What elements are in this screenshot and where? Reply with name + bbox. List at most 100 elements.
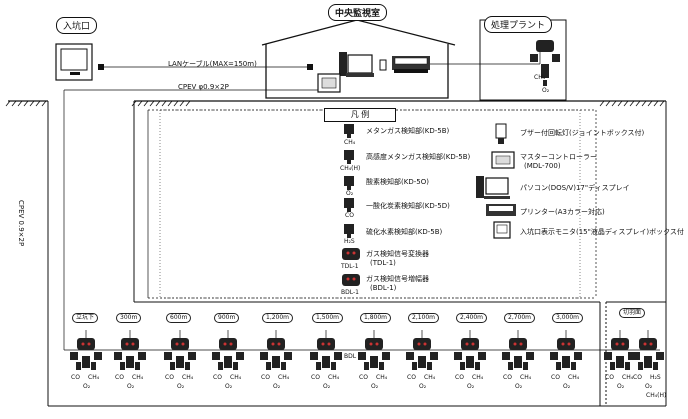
sensor-cluster-2: CO CH₄ O₂: [164, 330, 196, 390]
master-controller-icon: [317, 73, 341, 93]
distance-marker-4: 1,200m: [262, 313, 294, 323]
gas-o2-label: O₂: [617, 383, 625, 390]
entrance-label: 入坑口: [56, 17, 98, 34]
sensor-cluster-0: CO CH₄ O₂: [70, 330, 102, 390]
gas-o2-label: O₂: [419, 383, 427, 390]
gas-co-label: CO: [115, 374, 124, 381]
legend-monitor: 入坑口表示モニタ(15"液晶ディスプレイ)ボックス付: [520, 228, 684, 236]
gas-co-label: CO: [359, 374, 368, 381]
gas-co-label: CO: [455, 374, 464, 381]
gas-ch4-label: CH₄: [520, 374, 532, 381]
distance-marker-6: 1,800m: [360, 313, 392, 323]
legend-bdl-sub: (BDL-1): [370, 284, 397, 292]
distance-marker-8: 2,400m: [456, 313, 488, 323]
gas-ch4-label: CH₄: [182, 374, 194, 381]
legend-signal-dots: [346, 251, 356, 281]
gas-o2-label: O₂: [645, 383, 653, 390]
legend-pc: パソコン(DOS/V)17"ディスプレイ: [520, 184, 630, 192]
gas-ch4-label: CH₄: [230, 374, 242, 381]
gas-co-label: CO: [605, 374, 614, 381]
tunnel-outline: [47, 101, 667, 407]
legend-code-h2s: H₂S: [344, 238, 355, 245]
distance-marker-1: 300m: [116, 313, 142, 323]
legend-right-icons: [476, 123, 516, 239]
sensor-cluster-7: CO CH₄ O₂: [406, 330, 438, 390]
distance-marker-3: 900m: [214, 313, 240, 323]
legend-o2: 酸素検知部(KD-5O): [366, 178, 429, 186]
legend-tdl-sub: (TDL-1): [370, 259, 396, 267]
face-label: 切羽面: [619, 308, 646, 318]
distance-marker-10: 3,000m: [552, 313, 584, 323]
gas-ch4-label: CH₄: [568, 374, 580, 381]
bdl-label: BDL: [344, 353, 357, 360]
gas-o2-label: O₂: [371, 383, 379, 390]
legend-h2s: 硫化水素検知部(KD-5B): [366, 228, 443, 236]
gas-o2-label: O₂: [273, 383, 281, 390]
gas-ch4-label: CH₄: [328, 374, 340, 381]
gas-co-label: CO: [503, 374, 512, 381]
plant-ch4-label: CH₄: [534, 74, 546, 81]
gas-ch4-label: CH₄: [622, 374, 634, 381]
distance-marker-0: 立坑下: [72, 313, 99, 323]
legend-code-co: CO: [345, 212, 354, 219]
legend-master-sub: (MDL-700): [524, 162, 561, 170]
legend-printer: プリンター(A3カラー対応): [520, 208, 605, 216]
legend-buzzer: ブザー付回転灯(ジョイントボックス付): [520, 129, 645, 137]
legend-code-ch4: CH₄: [344, 139, 356, 146]
gas-o2-label: O₂: [467, 383, 475, 390]
gas-o2-label: O₂: [177, 383, 185, 390]
gas-o2-label: O₂: [225, 383, 233, 390]
gas-co-label: CO: [213, 374, 222, 381]
plant-sensor-cluster: [530, 40, 560, 86]
gas-co-label: CO: [311, 374, 320, 381]
sensor-cluster-face-1: CO CH₄ O₂: [604, 330, 636, 390]
gas-co-label: CO: [261, 374, 270, 381]
legend-tdl: ガス検知信号変換器: [366, 250, 429, 258]
gas-o2-label: O₂: [127, 383, 135, 390]
cpev-vertical-label: CPEV 0.9×2P: [17, 200, 25, 247]
sensor-cluster-3: CO CH₄ O₂: [212, 330, 244, 390]
distance-marker-5: 1,500m: [312, 313, 344, 323]
sensor-cluster-5: CO CH₄ O₂: [310, 330, 342, 390]
sensor-cluster-face-2: CO H₂S O₂: [632, 330, 664, 390]
entrance-monitor-icon: [55, 43, 93, 81]
legend-co: 一酸化炭素検知部(KD-5D): [366, 202, 450, 210]
gas-o2-label: O₂: [83, 383, 91, 390]
legend-ch4: メタンガス検知部(KD-5B): [366, 127, 450, 135]
gas-ch4-label: CH₄: [424, 374, 436, 381]
gas-o2-label: O₂: [515, 383, 523, 390]
pc-icon: [339, 52, 374, 77]
gas-o2-label: O₂: [563, 383, 571, 390]
plant-label: 処理プラント: [484, 16, 553, 33]
gas-h2s-label: H₂S: [650, 374, 661, 381]
lan-cable-label: LANケーブル(MAX=150m): [168, 60, 257, 68]
gas-co-label: CO: [407, 374, 416, 381]
central-room-label: 中央監視室: [328, 4, 388, 21]
gas-ch4h-label: CH₄(H): [646, 392, 666, 399]
gas-o2-label: O₂: [323, 383, 331, 390]
distance-marker-2: 600m: [166, 313, 192, 323]
distance-marker-7: 2,100m: [408, 313, 440, 323]
cpev-cable-label: CPEV φ0.9×2P: [178, 83, 229, 91]
printer-icon: [392, 56, 430, 73]
legend-code-bdl: BDL-1: [341, 289, 359, 296]
sensor-cluster-9: CO CH₄ O₂: [502, 330, 534, 390]
gas-co-label: CO: [551, 374, 560, 381]
small-device-icon: [98, 59, 387, 71]
legend-bdl: ガス検知信号増幅器: [366, 275, 429, 283]
gas-co-label: CO: [71, 374, 80, 381]
sensor-cluster-10: CO CH₄ O₂: [550, 330, 582, 390]
legend-code-tdl: TDL-1: [341, 263, 359, 270]
legend-code-ch4h: CH₄(H): [340, 165, 361, 172]
gas-co-label: CO: [633, 374, 642, 381]
legend-ch4h: 高感度メタンガス検知部(KD-5B): [366, 153, 471, 161]
gas-co-label: CO: [165, 374, 174, 381]
gas-ch4-label: CH₄: [88, 374, 100, 381]
legend-title: 凡 例: [324, 108, 396, 122]
plant-o2-label: O₂: [542, 87, 550, 94]
